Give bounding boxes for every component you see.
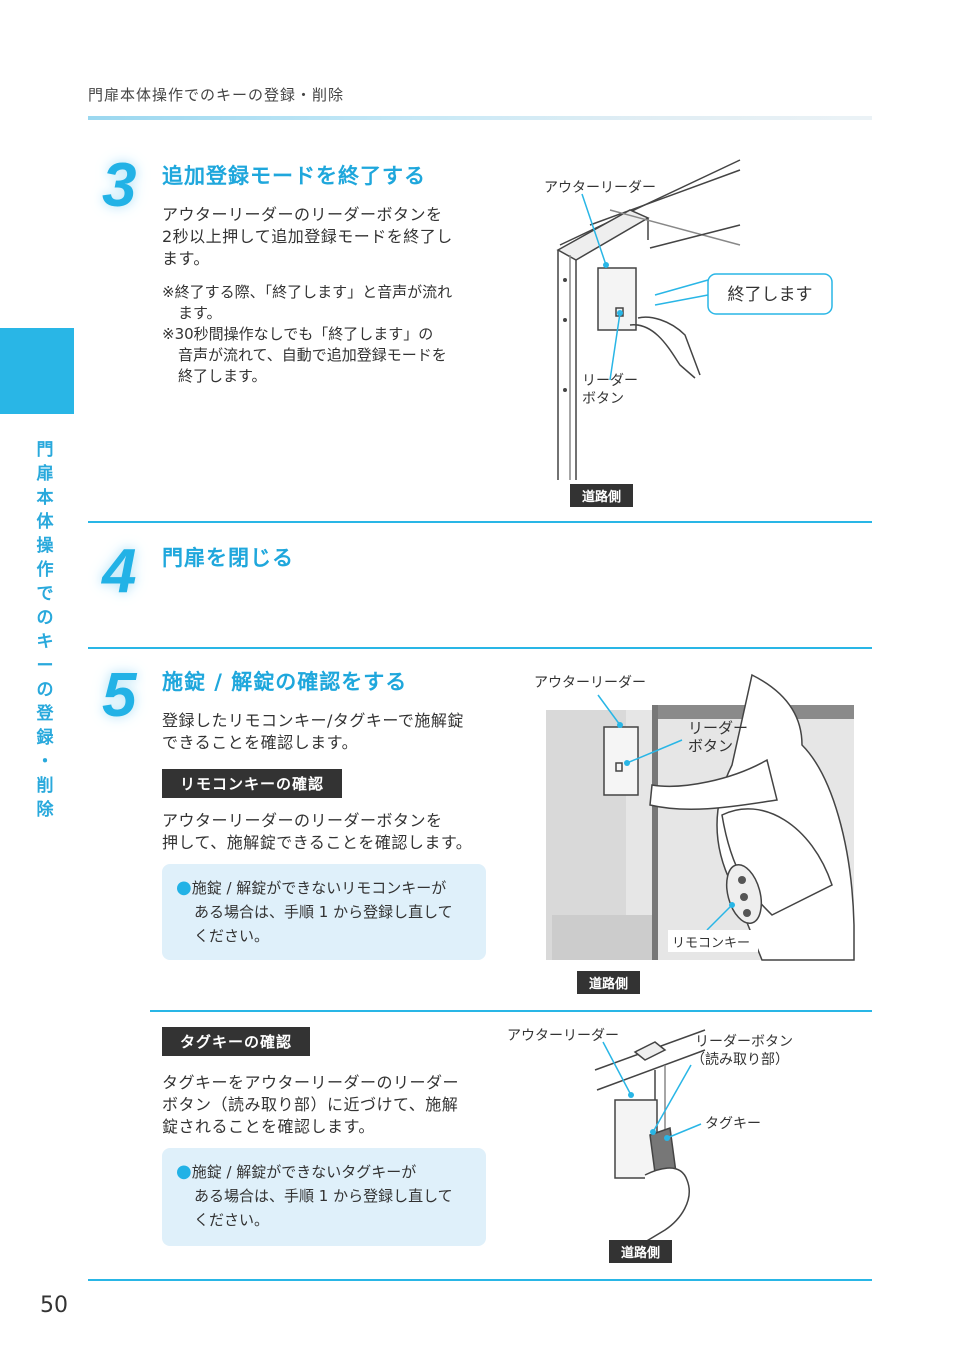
- body-line: アウターリーダーのリーダーボタンを: [162, 811, 443, 830]
- remote-check-info-box: ●施錠 / 解錠ができないリモコンキーが ある場合は、手順 1 から登録し直して…: [162, 864, 486, 960]
- step3-number: 3: [102, 151, 137, 220]
- body-line: 錠されることを確認します。: [162, 1117, 375, 1136]
- step3-notes: ※終了する際、「終了します」と音声が流れ ます。 ※30秒間操作なしでも「終了し…: [162, 282, 502, 387]
- side-char: 操: [36, 536, 54, 556]
- step5-number: 5: [102, 661, 137, 730]
- figure-label-reader-button-2: （読み取り部）: [691, 1051, 789, 1068]
- info-line: ください。: [194, 1211, 270, 1229]
- figure-label-tag-key: タグキー: [705, 1116, 761, 1132]
- section-divider: [150, 1010, 872, 1012]
- road-side-badge: 道路側: [577, 971, 641, 994]
- step5-title: 施錠 / 解錠の確認をする: [162, 670, 408, 694]
- info-line: 施錠 / 解錠ができないタグキーが: [191, 1163, 417, 1181]
- note-line: ます。: [178, 304, 222, 322]
- side-char: の: [36, 608, 54, 628]
- note-line: ※終了する際、「終了します」と音声が流れ: [162, 283, 453, 301]
- side-tab-label: 門 扉 本 体 操 作 で の キ ー の 登 録 ・ 削 除: [32, 438, 58, 822]
- section-divider: [88, 521, 872, 523]
- bullet-dot: ●: [176, 877, 192, 898]
- figure-label-reader-button-2: ボタン: [582, 391, 624, 407]
- header-rule: [88, 116, 872, 120]
- side-char: キ: [36, 632, 54, 652]
- info-line: ある場合は、手順 1 から登録し直して: [194, 1187, 453, 1205]
- step4-number: 4: [102, 537, 137, 606]
- side-char: 門: [36, 440, 54, 460]
- side-char: ・: [36, 752, 54, 772]
- info-text: ●施錠 / 解錠ができないタグキーが ある場合は、手順 1 から登録し直して く…: [176, 1160, 482, 1232]
- remote-check-body: アウターリーダーのリーダーボタンを 押して、施解錠できることを確認します。: [162, 810, 502, 854]
- figure-label-reader-button-1: リーダー: [582, 373, 638, 389]
- figure-label-remote-key: リモコンキー: [672, 936, 750, 951]
- remote-check-heading: リモコンキーの確認: [162, 769, 343, 798]
- figure-label-reader-button-1: リーダーボタン: [695, 1034, 793, 1050]
- figure-label-reader-button-2: ボタン: [688, 737, 733, 755]
- figure-label-outer-reader: アウターリーダー: [507, 1028, 619, 1044]
- note-line: ※30秒間操作なしでも「終了します」の: [162, 325, 434, 343]
- note-line: 終了します。: [178, 367, 267, 385]
- body-line: アウターリーダーのリーダーボタンを: [162, 205, 443, 224]
- side-char: 録: [36, 728, 54, 748]
- info-line: ください。: [194, 927, 270, 945]
- step4-title: 門扉を閉じる: [162, 546, 294, 570]
- step5-remote-illustration: アウターリーダー リーダー ボタン リモコンキー: [534, 673, 855, 961]
- step5-body: 登録したリモコンキー/タグキーで施解錠 できることを確認します。: [162, 710, 502, 754]
- section-divider: [88, 647, 872, 649]
- road-side-badge: 道路側: [570, 484, 634, 507]
- body-line: ます。: [162, 249, 210, 268]
- step5-tag-illustration: アウターリーダー リーダーボタン （読み取り部） タグキー: [507, 1028, 793, 1242]
- side-char: 扉: [36, 464, 54, 484]
- side-char: 作: [36, 560, 54, 580]
- note-line: 音声が流れて、自動で追加登録モードを: [178, 346, 447, 364]
- side-char: 登: [36, 704, 54, 724]
- speech-bubble-text: 終了します: [728, 285, 813, 305]
- page-number: 50: [40, 1293, 68, 1318]
- figure-label-outer-reader: アウターリーダー: [534, 675, 646, 691]
- step3-illustration: アウターリーダー 終了します リーダー ボタン: [544, 159, 833, 480]
- step3-body: アウターリーダーのリーダーボタンを 2秒以上押して追加登録モードを終了し ます。: [162, 204, 502, 270]
- tag-check-info-box: ●施錠 / 解錠ができないタグキーが ある場合は、手順 1 から登録し直して く…: [162, 1148, 486, 1246]
- section-divider: [88, 1279, 872, 1281]
- body-line: ボタン（読み取り部）に近づけて、施解: [162, 1095, 459, 1114]
- tag-check-heading: タグキーの確認: [162, 1027, 311, 1056]
- side-char: 除: [36, 800, 54, 820]
- info-line: 施錠 / 解錠ができないリモコンキーが: [191, 879, 447, 897]
- side-tab-marker: [0, 328, 74, 414]
- side-char: 本: [36, 488, 54, 508]
- road-side-badge: 道路側: [609, 1240, 673, 1263]
- body-line: タグキーをアウターリーダーのリーダー: [162, 1073, 460, 1092]
- figure-label-outer-reader: アウターリーダー: [544, 180, 656, 196]
- info-text: ●施錠 / 解錠ができないリモコンキーが ある場合は、手順 1 から登録し直して…: [176, 876, 482, 948]
- info-line: ある場合は、手順 1 から登録し直して: [194, 903, 453, 921]
- side-char: 体: [36, 512, 54, 532]
- figure-label-reader-button-1: リーダー: [688, 719, 748, 737]
- body-line: 2秒以上押して追加登録モードを終了し: [162, 227, 453, 246]
- bullet-dot: ●: [176, 1161, 192, 1182]
- body-line: できることを確認します。: [162, 733, 359, 752]
- step3-title: 追加登録モードを終了する: [162, 164, 426, 188]
- side-char: の: [36, 680, 54, 700]
- side-char: 削: [36, 776, 54, 796]
- side-char: ー: [36, 656, 54, 676]
- page-header-title: 門扉本体操作でのキーの登録・削除: [88, 86, 345, 104]
- body-line: 押して、施解錠できることを確認します。: [162, 833, 473, 852]
- side-char: で: [36, 584, 54, 604]
- body-line: 登録したリモコンキー/タグキーで施解錠: [162, 711, 464, 730]
- tag-check-body: タグキーをアウターリーダーのリーダー ボタン（読み取り部）に近づけて、施解 錠さ…: [162, 1072, 502, 1138]
